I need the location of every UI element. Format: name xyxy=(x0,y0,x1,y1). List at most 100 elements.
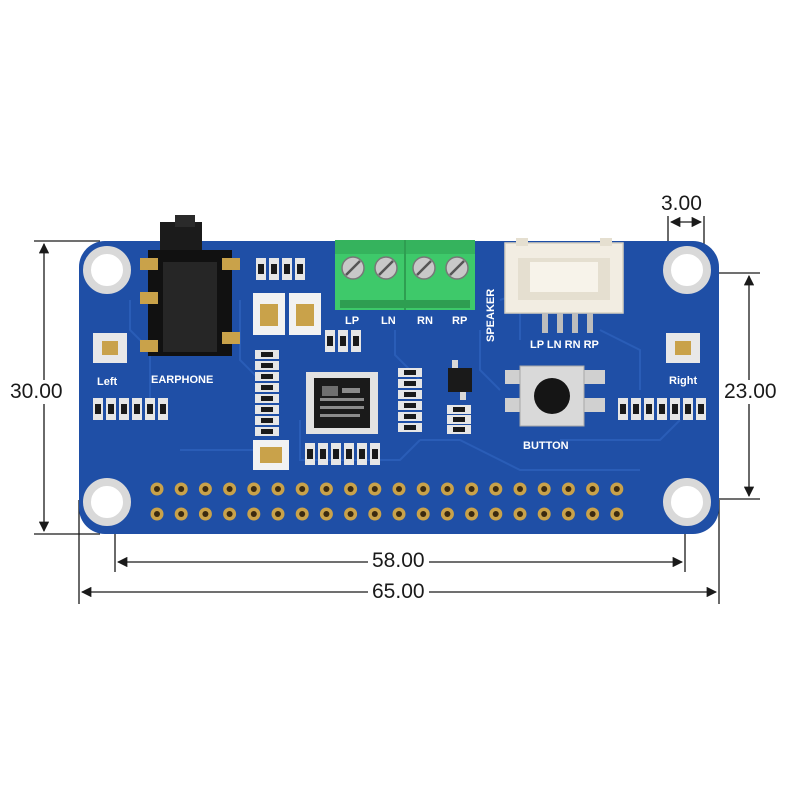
terminal-rp-label: RP xyxy=(452,315,468,327)
pin-header-label: LP LN RN RP xyxy=(530,339,599,351)
smd-resistor xyxy=(255,416,279,425)
smd-resistor xyxy=(255,372,279,381)
gpio-pin-hole xyxy=(154,511,160,517)
smd-resistor xyxy=(398,412,422,421)
earphone-label: EARPHONE xyxy=(151,374,214,386)
smd-resistor xyxy=(683,398,693,420)
hole-diameter-label: 3.00 xyxy=(657,192,706,216)
smd-resistor xyxy=(357,443,367,465)
gpio-pin-hole xyxy=(589,511,596,517)
earphone-jack xyxy=(140,215,240,356)
gpio-pin-hole xyxy=(202,486,209,492)
smd-resistor xyxy=(670,398,680,420)
speaker-terminal-block xyxy=(335,240,475,310)
smd-resistor xyxy=(398,390,422,399)
smd-resistor xyxy=(255,361,279,370)
smd-resistor xyxy=(644,398,654,420)
gpio-pin-hole xyxy=(541,511,548,517)
smd-resistor xyxy=(255,394,279,403)
smd-resistor xyxy=(158,398,168,420)
gpio-pin-hole xyxy=(371,511,378,517)
board-height-label: 30.00 xyxy=(6,380,67,404)
left-label: Left xyxy=(97,376,118,388)
smd-resistor xyxy=(318,443,328,465)
smd-resistor xyxy=(256,258,266,280)
terminal-rn-label: RN xyxy=(417,315,433,327)
smd-resistor xyxy=(398,401,422,410)
button-label: BUTTON xyxy=(523,440,569,452)
gpio-pin-hole xyxy=(541,486,548,492)
gpio-header xyxy=(150,482,624,521)
smd-components xyxy=(93,258,706,465)
smd-resistor xyxy=(282,258,292,280)
gpio-pin-hole xyxy=(517,511,523,517)
gpio-pin-hole xyxy=(226,486,233,492)
gpio-pin-hole xyxy=(565,486,572,492)
tactile-button xyxy=(505,365,605,427)
smd-resistor xyxy=(618,398,628,420)
gpio-pin-hole xyxy=(323,511,330,517)
smd-resistor xyxy=(255,405,279,414)
smd-resistor xyxy=(145,398,155,420)
gpio-pin-hole xyxy=(347,511,354,517)
speaker-pin-header xyxy=(504,238,624,333)
smd-resistor xyxy=(269,258,279,280)
gpio-pin-hole xyxy=(444,511,451,517)
gpio-pin-hole xyxy=(299,486,306,492)
smd-resistor xyxy=(132,398,142,420)
smd-resistor xyxy=(93,398,103,420)
smd-resistor xyxy=(398,368,422,377)
codec-chip xyxy=(306,372,378,434)
smd-resistor xyxy=(331,443,341,465)
terminal-lp-label: LP xyxy=(345,315,360,327)
smd-resistor xyxy=(255,427,279,436)
gpio-pin-hole xyxy=(299,511,306,517)
gpio-pin-hole xyxy=(396,511,402,517)
smd-resistor xyxy=(696,398,706,420)
smd-resistor xyxy=(370,443,380,465)
smd-resistor xyxy=(657,398,667,420)
smd-resistor xyxy=(447,425,471,434)
gpio-pin-hole xyxy=(589,486,596,492)
smd-resistor xyxy=(398,379,422,388)
smd-resistor xyxy=(351,330,361,352)
gpio-pin-hole xyxy=(178,511,185,517)
gpio-pin-hole xyxy=(468,511,475,517)
gpio-pin-hole xyxy=(275,511,281,517)
smd-resistor xyxy=(325,330,335,352)
smd-resistor xyxy=(106,398,116,420)
gpio-pin-hole xyxy=(202,511,209,517)
microphone-right xyxy=(666,333,700,363)
gpio-pin-hole xyxy=(420,486,427,492)
gpio-pin-hole xyxy=(565,511,572,517)
gpio-pin-hole xyxy=(517,486,523,492)
gpio-pin-hole xyxy=(420,511,427,517)
smd-resistor xyxy=(255,350,279,359)
gpio-pin-hole xyxy=(371,486,378,492)
gpio-pin-hole xyxy=(444,486,451,492)
gpio-pin-hole xyxy=(468,486,475,492)
terminal-ln-label: LN xyxy=(381,315,396,327)
gpio-pin-hole xyxy=(613,486,620,492)
smd-resistor xyxy=(119,398,129,420)
hole-spacing-vertical-label: 23.00 xyxy=(720,380,781,404)
gpio-pin-hole xyxy=(613,511,620,517)
gpio-pin-hole xyxy=(250,486,257,492)
capacitors xyxy=(253,293,321,470)
smd-resistor xyxy=(398,423,422,432)
gpio-pin-hole xyxy=(323,486,330,492)
transistor xyxy=(448,360,472,400)
gpio-pin-hole xyxy=(154,486,160,492)
smd-resistor xyxy=(344,443,354,465)
speaker-label: SPEAKER xyxy=(485,288,497,342)
smd-resistor xyxy=(305,443,315,465)
gpio-pin-hole xyxy=(226,511,233,517)
gpio-pin-hole xyxy=(250,511,257,517)
smd-resistor xyxy=(447,415,471,424)
board-width-label: 65.00 xyxy=(368,580,429,604)
gpio-pin-hole xyxy=(492,511,499,517)
gpio-pin-hole xyxy=(178,486,185,492)
hole-spacing-horizontal-label: 58.00 xyxy=(368,549,429,573)
